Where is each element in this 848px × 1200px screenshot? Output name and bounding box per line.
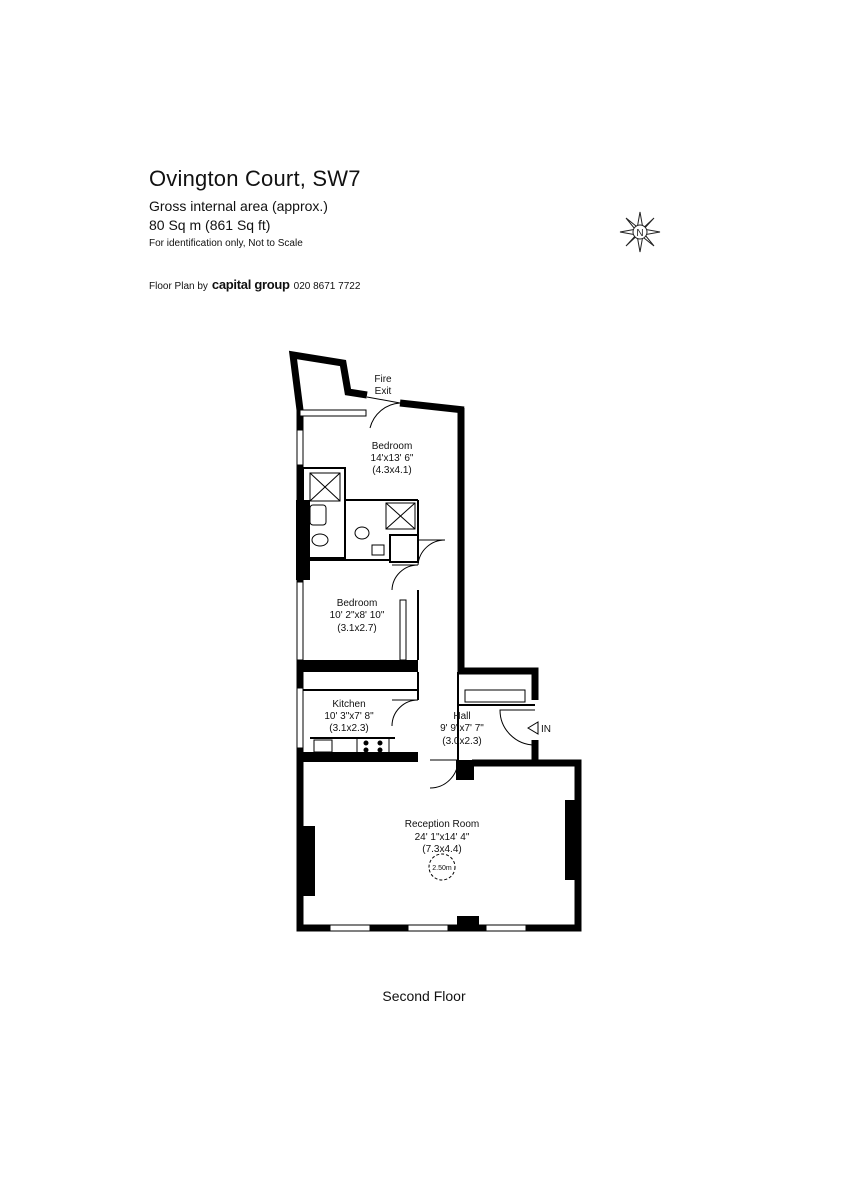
bedroom1-name: Bedroom	[372, 441, 413, 452]
hall-name: Hall	[453, 711, 470, 722]
credit-prefix: Floor Plan by	[149, 281, 208, 292]
reception-metric: (7.3x4.4)	[422, 844, 461, 855]
bedroom1-metric: (4.3x4.1)	[372, 465, 411, 476]
kitchen-imperial: 10' 3"x7' 8"	[324, 711, 374, 722]
reception-name: Reception Room	[405, 819, 479, 830]
credit-phone: 020 8671 7722	[293, 281, 361, 292]
compass-icon: N	[619, 211, 661, 253]
entrance-label: IN	[541, 724, 551, 735]
fire-exit-label-2: Exit	[375, 386, 392, 397]
bedroom1-imperial: 14'x13' 6"	[371, 453, 414, 464]
property-title: Ovington Court, SW7	[149, 166, 361, 191]
floor-plan-credit: Floor Plan by capital group 020 8671 772…	[149, 277, 360, 292]
hall-imperial: 9' 9"x7' 7"	[440, 723, 484, 734]
kitchen-name: Kitchen	[332, 699, 365, 710]
compass-north-letter: N	[636, 228, 643, 239]
disclaimer: For identification only, Not to Scale	[149, 238, 303, 249]
kitchen-metric: (3.1x2.3)	[329, 723, 368, 734]
reception-imperial: 24' 1"x14' 4"	[415, 832, 470, 843]
fire-exit-label-1: Fire	[374, 374, 392, 385]
bedroom2-metric: (3.1x2.7)	[337, 623, 376, 634]
floor-label: Second Floor	[382, 988, 466, 1004]
area-label: Gross internal area (approx.)	[149, 198, 328, 214]
bedroom2-name: Bedroom	[337, 598, 378, 609]
brand-logo: capital group	[211, 277, 290, 292]
ceiling-height: 2.50m	[432, 865, 452, 872]
area-value: 80 Sq m (861 Sq ft)	[149, 217, 271, 233]
hall-metric: (3.0x2.3)	[442, 736, 481, 747]
bedroom2-imperial: 10' 2"x8' 10"	[330, 610, 385, 621]
